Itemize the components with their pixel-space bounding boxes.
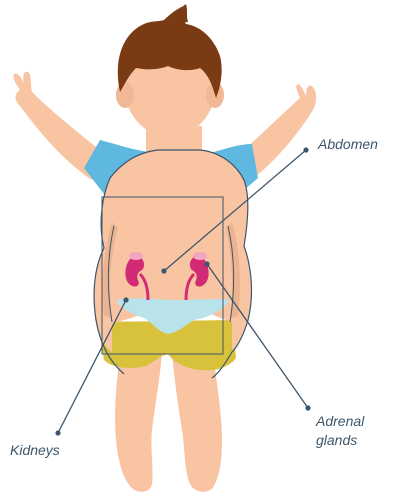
adrenal-left-icon <box>129 252 143 260</box>
adrenal-right-icon <box>193 252 207 260</box>
adrenal-dot-inner <box>204 261 209 266</box>
abdomen-label: Abdomen <box>318 135 378 154</box>
child-figure <box>13 4 316 492</box>
kidneys-label: Kidneys <box>10 441 60 460</box>
adrenal-label-line2: glands <box>316 431 364 450</box>
abdomen-dot-inner <box>161 268 166 273</box>
kidneys-dot-inner <box>123 297 128 302</box>
adrenal-dot-outer <box>305 405 310 410</box>
abdomen-dot-outer <box>303 147 308 152</box>
adrenal-glands-label: Adrenal glands <box>316 412 364 450</box>
adrenal-label-line1: Adrenal <box>316 412 364 431</box>
kidneys-dot-outer <box>55 430 60 435</box>
kidneys-label-text: Kidneys <box>10 441 60 460</box>
abdomen-label-text: Abdomen <box>318 135 378 154</box>
left-ear <box>116 82 134 108</box>
